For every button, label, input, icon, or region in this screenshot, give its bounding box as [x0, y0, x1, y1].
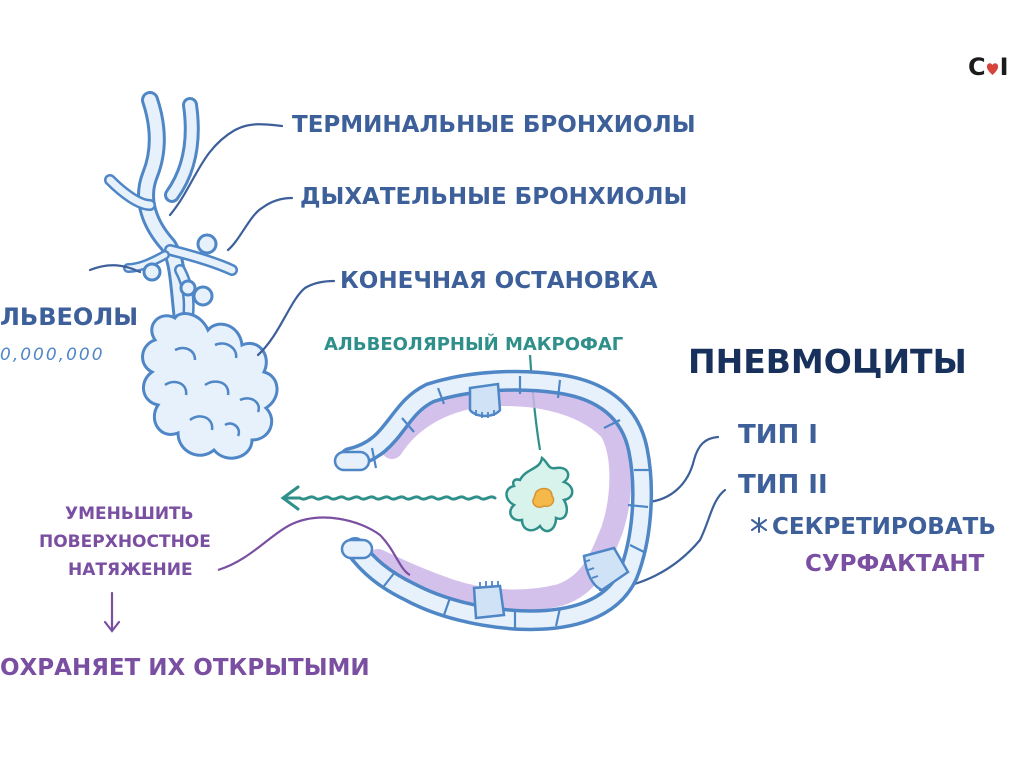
- label-reduce-line2: ПОВЕРХНОСТНОЕ: [39, 532, 211, 552]
- leader-terminal-bronchioles: [168, 123, 284, 217]
- leader-final-stop: [256, 279, 336, 357]
- type-2-pneumocytes: [468, 382, 630, 620]
- label-reduce-line3: НАТЯЖЕНИЕ: [68, 560, 193, 580]
- label-pneumocytes: ПНЕВМОЦИТЫ: [688, 342, 967, 381]
- label-type-2: ТИП II: [738, 470, 828, 500]
- label-respiratory-bronchioles: ДЫХАТЕЛЬНЫЕ БРОНХИОЛЫ: [300, 184, 688, 210]
- heart-logo-icon: [986, 63, 998, 75]
- label-reduce-line1: УМЕНЬШИТЬ: [65, 504, 194, 524]
- alveolar-sac-cluster: [141, 312, 279, 460]
- small-alveoli-buds: [142, 233, 218, 307]
- label-secrete: СЕКРЕТИРОВАТЬ: [772, 514, 996, 540]
- wall-cell-segments: [370, 376, 650, 628]
- leader-respiratory-bronchioles: [226, 196, 294, 252]
- leader-alveoli: [88, 264, 142, 274]
- label-surfactant: СУРФАКТАНТ: [805, 551, 985, 577]
- microvilli: [475, 410, 599, 588]
- down-arrow: [103, 591, 121, 633]
- macrophage-nucleus: [532, 487, 555, 509]
- leader-type-1: [646, 435, 720, 504]
- macrophage: [505, 455, 574, 533]
- type-2-cell-bottom: [472, 584, 506, 620]
- label-final-stop: КОНЕЧНАЯ ОСТАНОВКА: [340, 268, 658, 294]
- leader-surfactant-action: [217, 516, 411, 576]
- star-bullet-icon: [751, 517, 767, 533]
- logo-text-i: I: [999, 53, 1009, 81]
- label-alveoli: ЛЬВЕОЛЫ: [0, 303, 139, 331]
- label-keeps-open: ОХРАНЯЕТ ИХ ОТКРЫТЫМИ: [0, 655, 370, 681]
- label-alveoli-count: 0,000,000: [0, 345, 105, 365]
- type-2-cell-right: [582, 546, 630, 592]
- label-type-1: ТИП I: [738, 420, 818, 450]
- alveolus-wall: [339, 369, 654, 632]
- type-2-cell-top: [468, 382, 502, 418]
- label-terminal-bronchioles: ТЕРМИНАЛЬНЫЕ БРОНХИОЛЫ: [292, 112, 696, 138]
- wall-end-caps: [333, 450, 374, 560]
- label-alveolar-macrophage: АЛЬВЕОЛЯРНЫЙ МАКРОФАГ: [324, 334, 624, 355]
- logo-text-c: C: [968, 53, 986, 81]
- surface-tension-arrow: [280, 485, 497, 511]
- bronchial-tree: [104, 91, 238, 329]
